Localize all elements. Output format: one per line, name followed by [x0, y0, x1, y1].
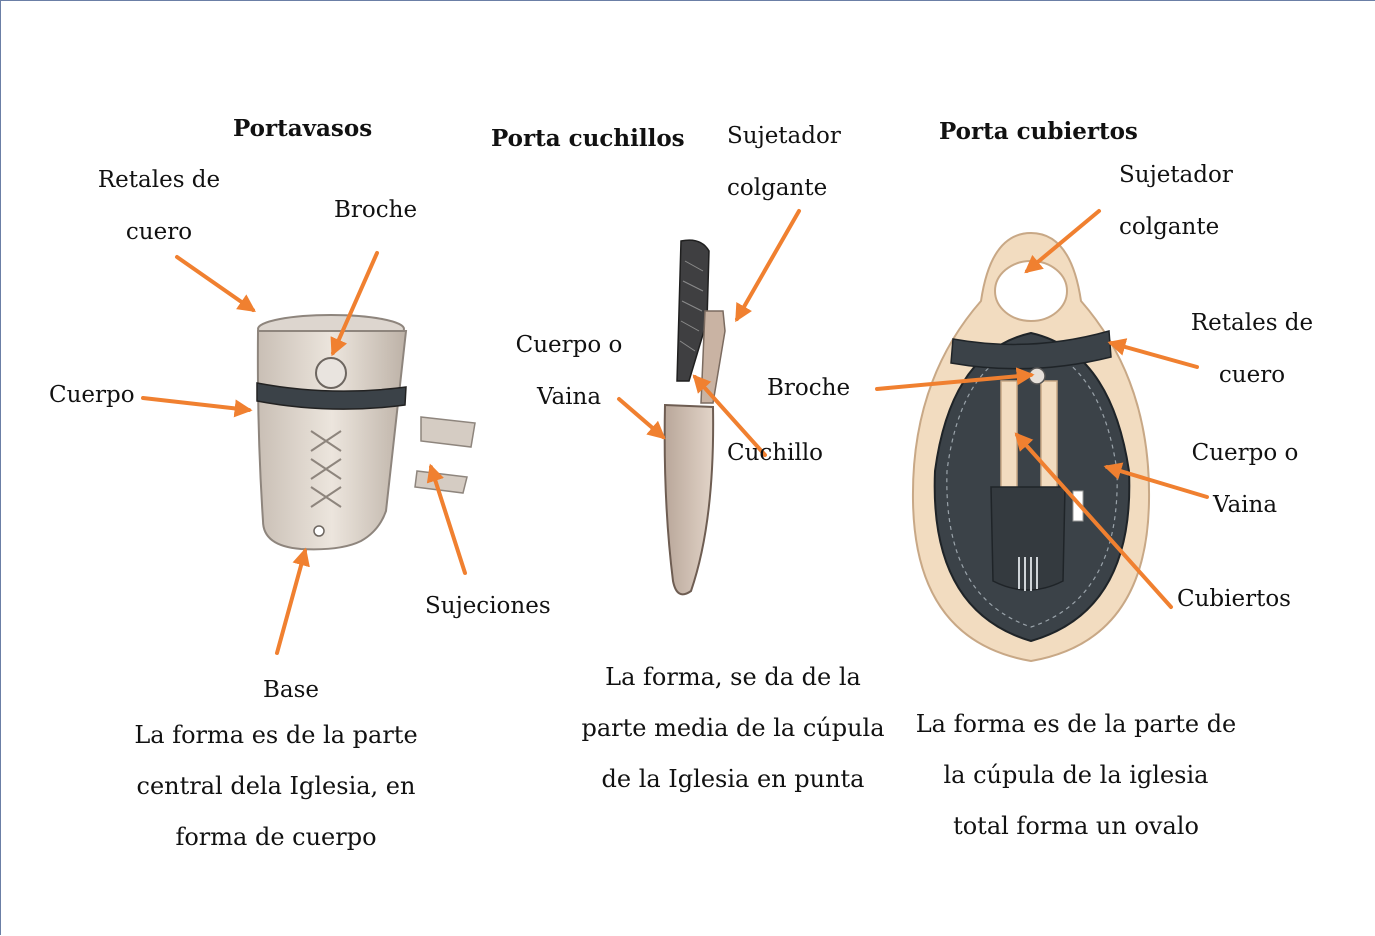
- portavasos-description: La forma es de la parte central dela Igl…: [121, 710, 431, 863]
- arrow-base: [275, 547, 310, 655]
- porta-cuchillos-description-line: La forma, se da de la: [605, 663, 861, 691]
- label-sujetador-cubiertos-line2: colgante: [1119, 214, 1220, 240]
- cutlery-holder-illustration: [911, 231, 1151, 663]
- arrow-retales-portavasos: [175, 255, 256, 313]
- portavasos-description-line: forma de cuerpo: [175, 823, 377, 851]
- porta-cuchillos-description: La forma, se da de la parte media de la …: [573, 652, 893, 805]
- label-broche-cubiertos: Broche: [767, 375, 851, 401]
- porta-cuchillos-description-line: parte media de la cúpula: [581, 714, 885, 742]
- label-cubiertos: Cubiertos: [1177, 586, 1291, 612]
- cup-holder-illustration: [256, 314, 476, 551]
- label-broche: Broche: [334, 197, 418, 223]
- porta-cubiertos-title: Porta cubiertos: [939, 118, 1138, 145]
- portavasos-title: Portavasos: [233, 115, 373, 142]
- label-retales-line1: Retales de: [97, 167, 221, 193]
- label-cuchillo: Cuchillo: [727, 440, 824, 466]
- label-cuerpo-vaina-line2: Vaina: [536, 384, 602, 410]
- label-cuerpo-cubiertos-line2: Vaina: [1212, 492, 1278, 518]
- arrow-cuerpo-cuchillos: [617, 397, 666, 440]
- label-sujetador-cubiertos-line1: Sujetador: [1119, 162, 1233, 188]
- label-retales-cubiertos-line2: cuero: [1218, 362, 1286, 388]
- arrow-retales-cubiertos: [1107, 338, 1199, 369]
- porta-cuchillos-title: Porta cuchillos: [491, 125, 685, 152]
- portavasos-description-line: central dela Iglesia, en: [136, 772, 416, 800]
- porta-cubiertos-description-line: La forma es de la parte de: [915, 710, 1237, 738]
- arrow-sujetador-cuchillos: [735, 209, 801, 323]
- label-sujetador-line1: Sujetador: [727, 123, 841, 149]
- label-retales-line2: cuero: [125, 219, 193, 245]
- arrows: [141, 209, 1209, 655]
- arrow-cuchillo: [692, 374, 767, 457]
- portavasos-description-line: La forma es de la parte: [134, 721, 418, 749]
- arrow-broche-portavasos: [330, 251, 379, 357]
- label-sujeciones: Sujeciones: [425, 593, 551, 619]
- arrow-cubiertos: [1014, 432, 1173, 609]
- arrow-sujetador-cubiertos: [1024, 209, 1101, 274]
- label-cuerpo-cubiertos-line1: Cuerpo o: [1191, 440, 1299, 466]
- knife-sheath-illustration: [663, 239, 726, 596]
- label-cuerpo: Cuerpo: [49, 382, 135, 408]
- label-sujetador-line2: colgante: [727, 175, 828, 201]
- porta-cubiertos-description-line: la cúpula de la iglesia: [943, 761, 1209, 789]
- arrow-cuerpo-portavasos: [141, 396, 253, 418]
- label-cuerpo-vaina-line1: Cuerpo o: [515, 332, 623, 358]
- porta-cubiertos-description-line: total forma un ovalo: [953, 812, 1199, 840]
- porta-cuchillos-description-line: de la Iglesia en punta: [601, 765, 865, 793]
- arrow-sujeciones: [426, 463, 467, 575]
- label-retales-cubiertos-line1: Retales de: [1190, 310, 1314, 336]
- arrow-cuerpo-cubiertos: [1103, 462, 1209, 499]
- porta-cubiertos-description: La forma es de la parte de la cúpula de …: [911, 699, 1241, 852]
- label-base: Base: [263, 677, 320, 703]
- arrow-broche-cubiertos: [875, 367, 1035, 391]
